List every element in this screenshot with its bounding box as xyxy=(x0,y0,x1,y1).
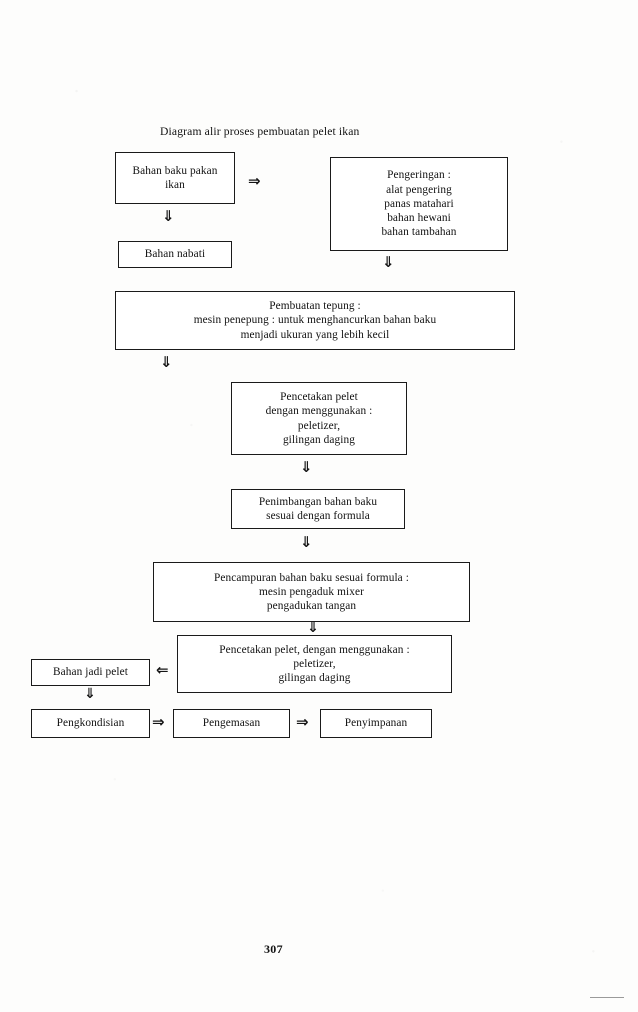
node-line: mesin penepung : untuk menghancurkan bah… xyxy=(193,314,437,327)
node-line: Penimbangan bahan baku xyxy=(258,495,378,508)
node-penyimpanan: Penyimpanan xyxy=(320,709,432,738)
node-line: gilingan daging xyxy=(278,672,351,685)
node-line: Penyimpanan xyxy=(344,717,408,730)
arrow-down-icon: ⇓ xyxy=(160,353,173,371)
node-line: panas matahari xyxy=(384,197,454,210)
page-number: 307 xyxy=(264,942,283,956)
node-line: bahan hewani xyxy=(387,212,451,225)
arrow-down-icon: ⇓ xyxy=(300,533,313,551)
node-line: Pencetakan pelet xyxy=(280,391,358,404)
node-line: peletizer, xyxy=(297,419,341,432)
node-line: Pembuatan tepung : xyxy=(269,300,361,313)
arrow-down-icon: ⇓ xyxy=(84,686,96,702)
node-line: Pengemasan xyxy=(202,717,261,730)
node-line: sesuai dengan formula xyxy=(266,510,370,522)
arrow-right-icon: ⇒ xyxy=(152,713,165,731)
diagram-title: Diagram alir proses pembuatan pelet ikan xyxy=(160,125,360,138)
node-line: Pengeringan : xyxy=(387,169,451,182)
node-pembuatan-tepung: Pembuatan tepung : mesin penepung : untu… xyxy=(115,291,515,350)
node-line: alat pengering xyxy=(386,183,452,196)
node-line: ikan xyxy=(165,179,185,191)
node-line: peletizer, xyxy=(293,657,336,670)
node-pencampuran-bahan-baku: Pencampuran bahan baku sesuai formula : … xyxy=(153,562,470,622)
arrow-down-icon: ⇓ xyxy=(307,620,319,636)
arrow-right-icon: ⇒ xyxy=(248,172,261,190)
arrow-down-icon: ⇓ xyxy=(382,253,395,271)
node-bahan-baku-pakan-ikan: Bahan baku pakan ikan xyxy=(115,152,235,204)
node-line: Pencetakan pelet, dengan menggunakan : xyxy=(219,643,410,656)
node-line: Bahan nabati xyxy=(144,248,206,261)
node-line: Pencampuran bahan baku sesuai formula : xyxy=(214,571,409,584)
arrow-left-icon: ⇐ xyxy=(156,661,169,679)
arrow-down-icon: ⇓ xyxy=(162,207,175,225)
node-line: bahan tambahan xyxy=(381,226,457,239)
node-line: Bahan baku pakan xyxy=(132,164,218,177)
node-penimbangan-bahan-baku: Penimbangan bahan baku sesuai dengan for… xyxy=(231,489,405,529)
node-bahan-nabati: Bahan nabati xyxy=(118,241,232,268)
node-pencetakan-pelet-2: Pencetakan pelet, dengan menggunakan : p… xyxy=(177,635,452,693)
node-line: Pengkondisian xyxy=(56,717,125,730)
arrow-right-icon: ⇒ xyxy=(296,713,309,731)
node-pengeringan: Pengeringan : alat pengering panas matah… xyxy=(330,157,508,251)
node-line: pengadukan tangan xyxy=(266,600,357,613)
scan-edge-mark xyxy=(590,996,624,998)
node-line: Bahan jadi pelet xyxy=(52,666,128,679)
node-line: mesin pengaduk mixer xyxy=(259,585,364,598)
node-line: gilingan daging xyxy=(282,433,356,446)
node-pengkondisian: Pengkondisian xyxy=(31,709,150,738)
arrow-down-icon: ⇓ xyxy=(300,458,313,476)
node-line: menjadi ukuran yang lebih kecil xyxy=(240,328,390,341)
node-bahan-jadi-pelet: Bahan jadi pelet xyxy=(31,659,150,686)
node-pencetakan-pelet: Pencetakan pelet dengan menggunakan : pe… xyxy=(231,382,407,455)
node-line: dengan menggunakan : xyxy=(265,405,373,418)
node-pengemasan: Pengemasan xyxy=(173,709,290,738)
